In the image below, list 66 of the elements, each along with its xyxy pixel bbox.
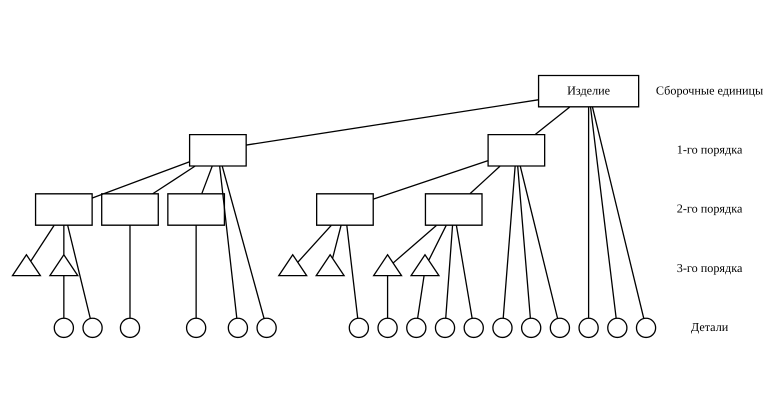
connector [246,99,538,146]
node-circle [636,318,656,338]
connector [219,166,238,318]
node-box [487,134,546,167]
connector [63,225,64,255]
node-circle [434,318,456,338]
connector [590,106,617,318]
node-triangle [315,254,346,276]
connector [201,166,213,194]
node-triangle [11,254,42,276]
connector [67,225,91,318]
connector [520,166,558,318]
node-box [101,193,159,226]
node-circle [348,318,370,338]
connector [592,106,644,319]
node-circle [492,318,513,338]
connector [534,106,570,135]
node-triangle [48,254,79,276]
node-box: Изделие [538,74,640,108]
node-circle [520,318,542,338]
node-circle [228,318,248,338]
node-box [34,193,93,226]
label: Сборочные единицы [656,83,764,98]
node-box [188,134,247,167]
connector [588,107,590,318]
node-box [424,193,483,226]
label: Детали [690,320,728,334]
connector [445,225,454,318]
node-triangle [410,254,440,276]
connector [373,160,488,200]
node-circle [377,318,398,338]
connector [346,225,358,318]
node-circle [578,318,599,338]
connector [332,225,342,258]
node-circle [82,318,103,338]
node-triangle [278,254,308,276]
connector [470,166,500,194]
connector [195,225,197,318]
label: 3-го порядка [676,260,742,275]
connector [222,166,265,319]
connector [297,225,332,263]
node-circle [186,318,206,338]
node-box [167,193,226,226]
connector [502,166,516,318]
connector [517,166,531,318]
connector [63,276,64,318]
label: 1-го порядка [676,142,742,157]
connector [417,276,425,318]
node-circle [256,318,277,338]
node-circle [406,318,427,338]
connector [456,225,473,318]
connector [129,225,131,318]
connector [92,161,190,199]
label: 2-го порядка [676,202,742,216]
connector [428,225,447,260]
connector [386,276,388,318]
node-circle [550,318,570,338]
connector [392,224,437,264]
node-triangle [372,254,403,276]
node-box [316,193,374,226]
connector [152,166,196,194]
connector [30,225,55,262]
node-circle [54,318,74,338]
node-circle [607,318,628,338]
node-circle [120,318,140,338]
node-circle [464,318,484,338]
